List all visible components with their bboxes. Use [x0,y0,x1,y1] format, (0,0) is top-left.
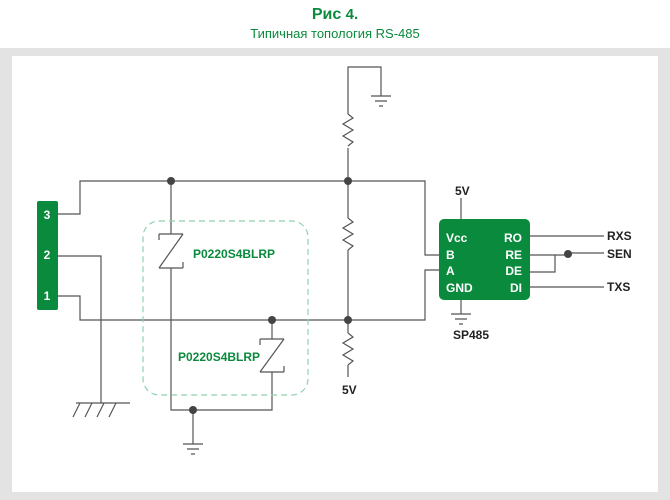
wire-shield [58,255,102,403]
resistor-bias-bottom [341,332,355,366]
ic-pin-b: B [446,248,455,262]
tvs1-symbol [158,233,184,269]
wire-de-sen [530,252,604,273]
ic-pin-ro: RO [504,231,522,245]
connector-block: 3 2 1 [37,201,58,310]
figure-header: Рис 4. Типичная топология RS-485 [0,4,670,42]
ic-pin-di: DI [510,281,522,295]
ground-symbols [72,95,471,455]
ic-pin-a: A [446,264,455,278]
connector-pin-2: 2 [44,248,51,262]
ic-pin-re: RE [505,248,522,262]
wires [58,66,604,444]
junctions [167,177,572,414]
resistors [341,113,355,366]
wire-b-line [58,180,439,256]
ic-pin-de: DE [505,264,522,278]
tvs-top-label: P0220S4BLRP [193,247,275,261]
diagram-frame: 3 2 1 [0,48,670,500]
ic-body [439,219,530,300]
ic-sp485: Vcc B A GND RO RE DE DI SP485 5V [439,184,530,342]
connector-pin-3: 3 [44,208,51,222]
connector-pin-1: 1 [44,289,51,303]
bias-supply-label: 5V [342,383,357,397]
tvs-devices: P0220S4BLRP P0220S4BLRP [142,220,309,396]
ground-icon [451,313,471,325]
tvs2-symbol [259,338,285,373]
signal-rxs-label: RXS [607,229,632,243]
ic-name: SP485 [453,328,489,342]
wire-r1-upper [347,66,382,114]
wire-a-line [58,269,439,321]
resistor-terminator [341,217,355,251]
ic-pin-vcc: Vcc [446,231,468,245]
figure-subtitle: Типичная топология RS-485 [250,26,420,41]
schematic: 3 2 1 [37,66,632,455]
ic-pin-gnd: GND [446,281,473,295]
wire-tvs1-lower [170,268,273,411]
figure-title-number: 4. [345,6,359,23]
ground-icon [183,443,203,455]
signal-sen-label: SEN [607,247,632,261]
resistor-bias-top [341,113,355,147]
figure-title: Рис 4. [0,4,670,26]
tvs-bottom-label: P0220S4BLRP [178,350,260,364]
ic-supply-label: 5V [455,184,470,198]
chassis-ground-icon [72,402,130,418]
ground-icon [371,95,391,107]
signal-txs-label: TXS [607,280,630,294]
figure-title-prefix: Рис [311,6,342,23]
diagram-canvas: 3 2 1 [12,56,658,492]
tvs-group-outline [142,220,309,396]
